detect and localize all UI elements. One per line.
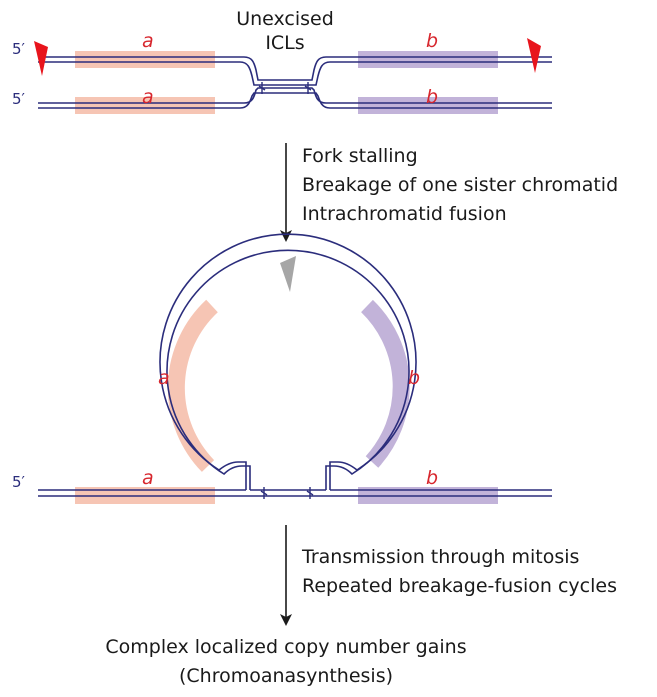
outcome-label-line1: Complex localized copy number gains (105, 636, 466, 658)
icl-crosslinks-baseline (260, 487, 314, 499)
icl-crosslinks (258, 82, 312, 94)
step1-label-line3: Intrachromatid fusion (302, 203, 507, 225)
five-prime-label-upper: 5′ (12, 40, 26, 58)
segment-b-highlight-top (358, 51, 498, 68)
loop-leg-left (238, 461, 251, 490)
upper-chromatid-strand-1 (38, 56, 552, 81)
segment-a-label-loop: a (158, 367, 170, 389)
segment-a-highlight-bottom (75, 97, 215, 114)
segment-b-label-base: b (426, 467, 438, 489)
break-marker-gray (280, 256, 296, 292)
segment-a-label-lower: a (142, 86, 154, 108)
loop-leg-right (325, 461, 338, 490)
segment-b-highlight-bottom (358, 97, 498, 114)
five-prime-label-base: 5′ (12, 473, 26, 491)
break-marker-right (527, 38, 541, 73)
segment-b-highlight-loop (360, 299, 410, 468)
middle-panel: a b 5′ a b (12, 233, 552, 504)
segment-b-label-upper: b (426, 30, 438, 52)
step1-label-line2: Breakage of one sister chromatid (302, 174, 618, 196)
segment-a-highlight-loop (167, 299, 218, 472)
break-marker-left (34, 41, 48, 76)
step2-label-line2: Repeated breakage-fusion cycles (302, 575, 617, 597)
outcome-label-line2: (Chromoanasynthesis) (179, 665, 393, 687)
segment-b-label-lower: b (426, 86, 438, 108)
icls-label: ICLs (265, 32, 304, 54)
step1-label-line1: Fork stalling (302, 145, 418, 167)
top-panel: 5′ 5′ a b a b Unexcised ICLs (12, 8, 552, 114)
unexcised-label: Unexcised (236, 8, 334, 30)
loop-strand-inner (166, 249, 410, 476)
step2-label-line1: Transmission through mitosis (301, 546, 579, 568)
lower-chromatid-strand-2 (38, 92, 552, 109)
upper-chromatid-strand-2 (38, 61, 552, 86)
five-prime-label-lower: 5′ (12, 90, 26, 108)
segment-a-label-base: a (142, 467, 154, 489)
segment-a-label-upper: a (142, 30, 154, 52)
segment-a-highlight-top (75, 51, 215, 68)
loop-strand-outer (159, 233, 417, 471)
segment-b-label-loop: b (408, 367, 420, 389)
